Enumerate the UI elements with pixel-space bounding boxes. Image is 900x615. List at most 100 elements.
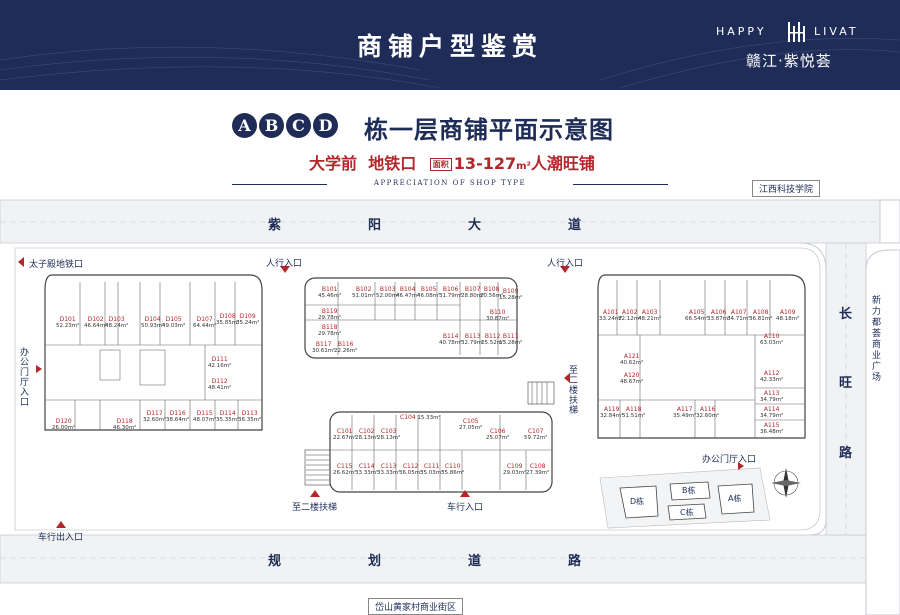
unit-area: 59.72m² <box>524 435 548 441</box>
unit-area: 35.35m² <box>216 417 240 423</box>
shop-unit[interactable]: C104 15.33m² <box>400 414 441 422</box>
unit-id: D109 <box>239 313 256 320</box>
building-letter: C <box>286 113 311 138</box>
unit-id: C114 <box>358 463 375 470</box>
unit-id: D108 <box>219 313 236 320</box>
unit-area: 30.87m² <box>486 316 510 322</box>
mini-map-b: B栋 <box>682 486 696 495</box>
unit-area: 32.79m² <box>461 340 485 346</box>
unit-id: D112 <box>211 378 228 385</box>
unit-area: 52.23m² <box>56 323 80 329</box>
unit-id: B110 <box>489 309 506 316</box>
unit-area: 48.07m² <box>193 417 217 423</box>
car-entry-label: 车行入口 <box>447 503 484 513</box>
unit-id: B102 <box>355 286 372 293</box>
unit-area: 35.49m² <box>673 413 697 419</box>
unit-area: 42.33m² <box>760 377 784 383</box>
unit-area: 35.86m² <box>441 470 465 476</box>
unit-area: 64.44m² <box>193 323 217 329</box>
unit-area: 26.62m² <box>333 470 357 476</box>
unit-id: B117 <box>315 341 332 348</box>
unit-area: 40.62m² <box>620 360 644 366</box>
unit-area: 15.33m² <box>417 415 441 421</box>
unit-id: A113 <box>763 390 780 397</box>
label-char: 扶 <box>569 396 579 406</box>
header-banner: 商铺户型鉴赏 HAPPY LIVAT 赣江·紫悦荟 <box>0 0 900 90</box>
escalator-label-bottom: 至二楼扶梯 <box>292 503 338 513</box>
unit-id: A110 <box>763 333 780 340</box>
unit-id: D117 <box>146 410 163 417</box>
unit-id: B114 <box>442 333 459 340</box>
unit-id: B103 <box>379 286 396 293</box>
